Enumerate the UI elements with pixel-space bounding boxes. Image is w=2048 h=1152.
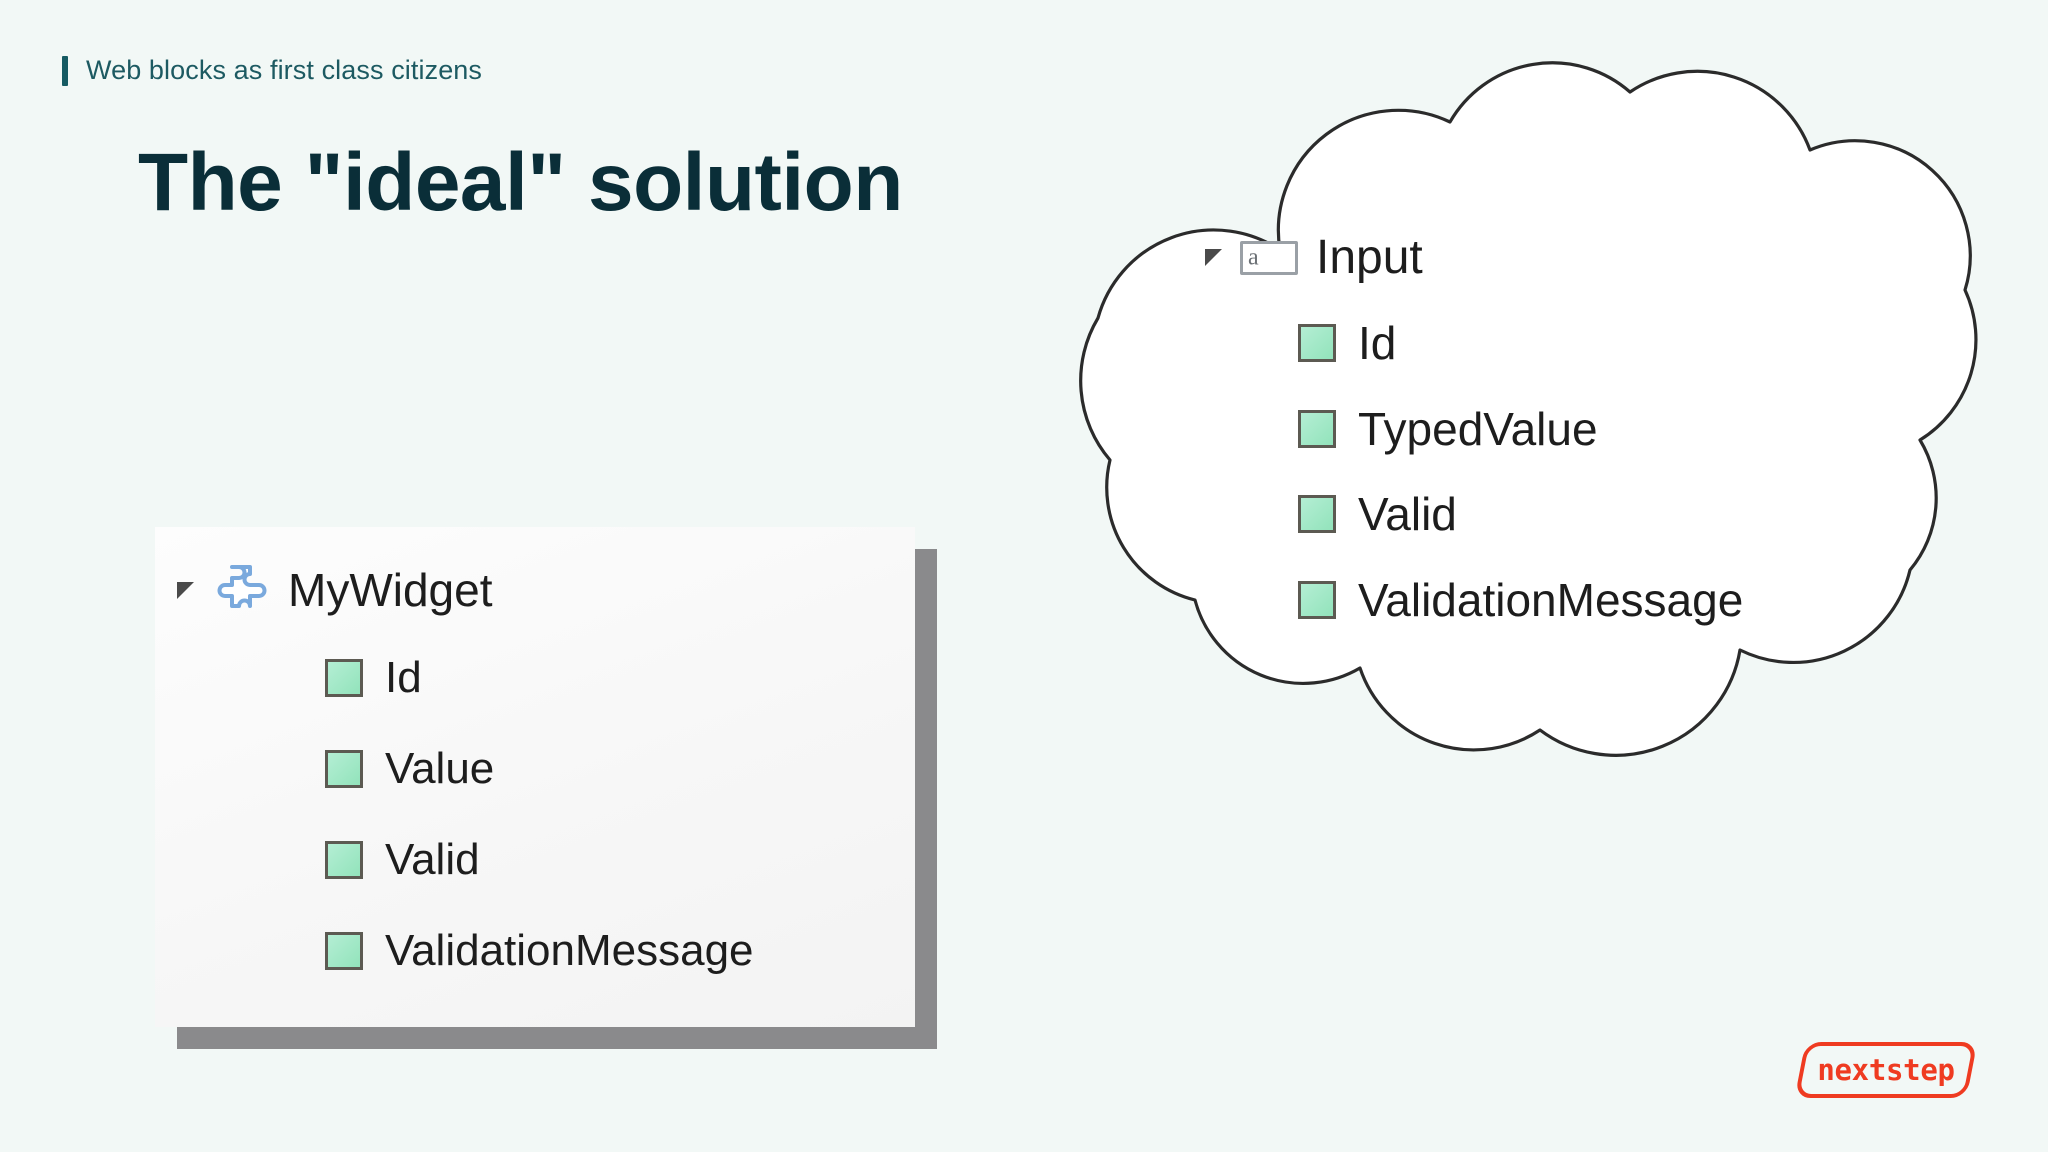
puzzle-piece-icon (217, 565, 267, 608)
tree-node-label: ValidationMessage (385, 926, 754, 975)
tree-node-label: Value (385, 744, 495, 793)
property-square-icon (1298, 581, 1336, 619)
page-title: The "ideal" solution (138, 137, 903, 228)
tree-node-validationmessage[interactable]: ValidationMessage (1298, 573, 1743, 627)
solution-explorer-panel: MyWidget Id Value Valid ValidationMessag… (155, 527, 915, 1027)
thought-cloud: a Input Id TypedValue Valid ValidationMe… (980, 40, 2020, 800)
property-square-icon (325, 750, 363, 788)
property-square-icon (1298, 410, 1336, 448)
tree-node-label: Valid (1358, 488, 1457, 540)
tree-node-label: Id (1358, 317, 1397, 369)
tree-node-input[interactable]: a Input (1205, 230, 1423, 285)
tree-node-typedvalue[interactable]: TypedValue (1298, 402, 1598, 456)
tree-node-label: Input (1316, 231, 1423, 284)
textbox-icon: a (1240, 240, 1298, 275)
tree-node-validationmessage[interactable]: ValidationMessage (325, 926, 754, 976)
tree-node-id[interactable]: Id (1298, 316, 1396, 370)
tree-node-value[interactable]: Value (325, 744, 494, 794)
property-square-icon (1298, 324, 1336, 362)
property-square-icon (325, 841, 363, 879)
tree-node-label: MyWidget (288, 564, 493, 616)
property-square-icon (325, 659, 363, 697)
widget-tree-screenshot: MyWidget Id Value Valid ValidationMessag… (155, 527, 937, 1049)
tree-node-valid[interactable]: Valid (1298, 487, 1457, 541)
eyebrow-accent-bar (62, 55, 68, 86)
tree-node-label: Valid (385, 835, 480, 884)
property-square-icon (325, 932, 363, 970)
breadcrumb: Web blocks as first class citizens (62, 55, 482, 86)
property-square-icon (1298, 495, 1336, 533)
eyebrow-label: Web blocks as first class citizens (86, 55, 483, 85)
expander-expanded-icon[interactable] (177, 581, 194, 599)
tree-node-valid[interactable]: Valid (325, 835, 480, 885)
logo-label: nextstep (1817, 1053, 1955, 1087)
tree-node-id[interactable]: Id (325, 653, 422, 703)
tree-node-mywidget[interactable]: MyWidget (177, 563, 492, 617)
tree-node-label: ValidationMessage (1358, 574, 1744, 626)
expander-expanded-icon[interactable] (1205, 249, 1222, 266)
tree-node-label: Id (385, 653, 422, 702)
tree-node-label: TypedValue (1358, 403, 1598, 455)
nextstep-logo: nextstep (1794, 1042, 1978, 1098)
textbox-icon-glyph: a (1248, 244, 1259, 271)
